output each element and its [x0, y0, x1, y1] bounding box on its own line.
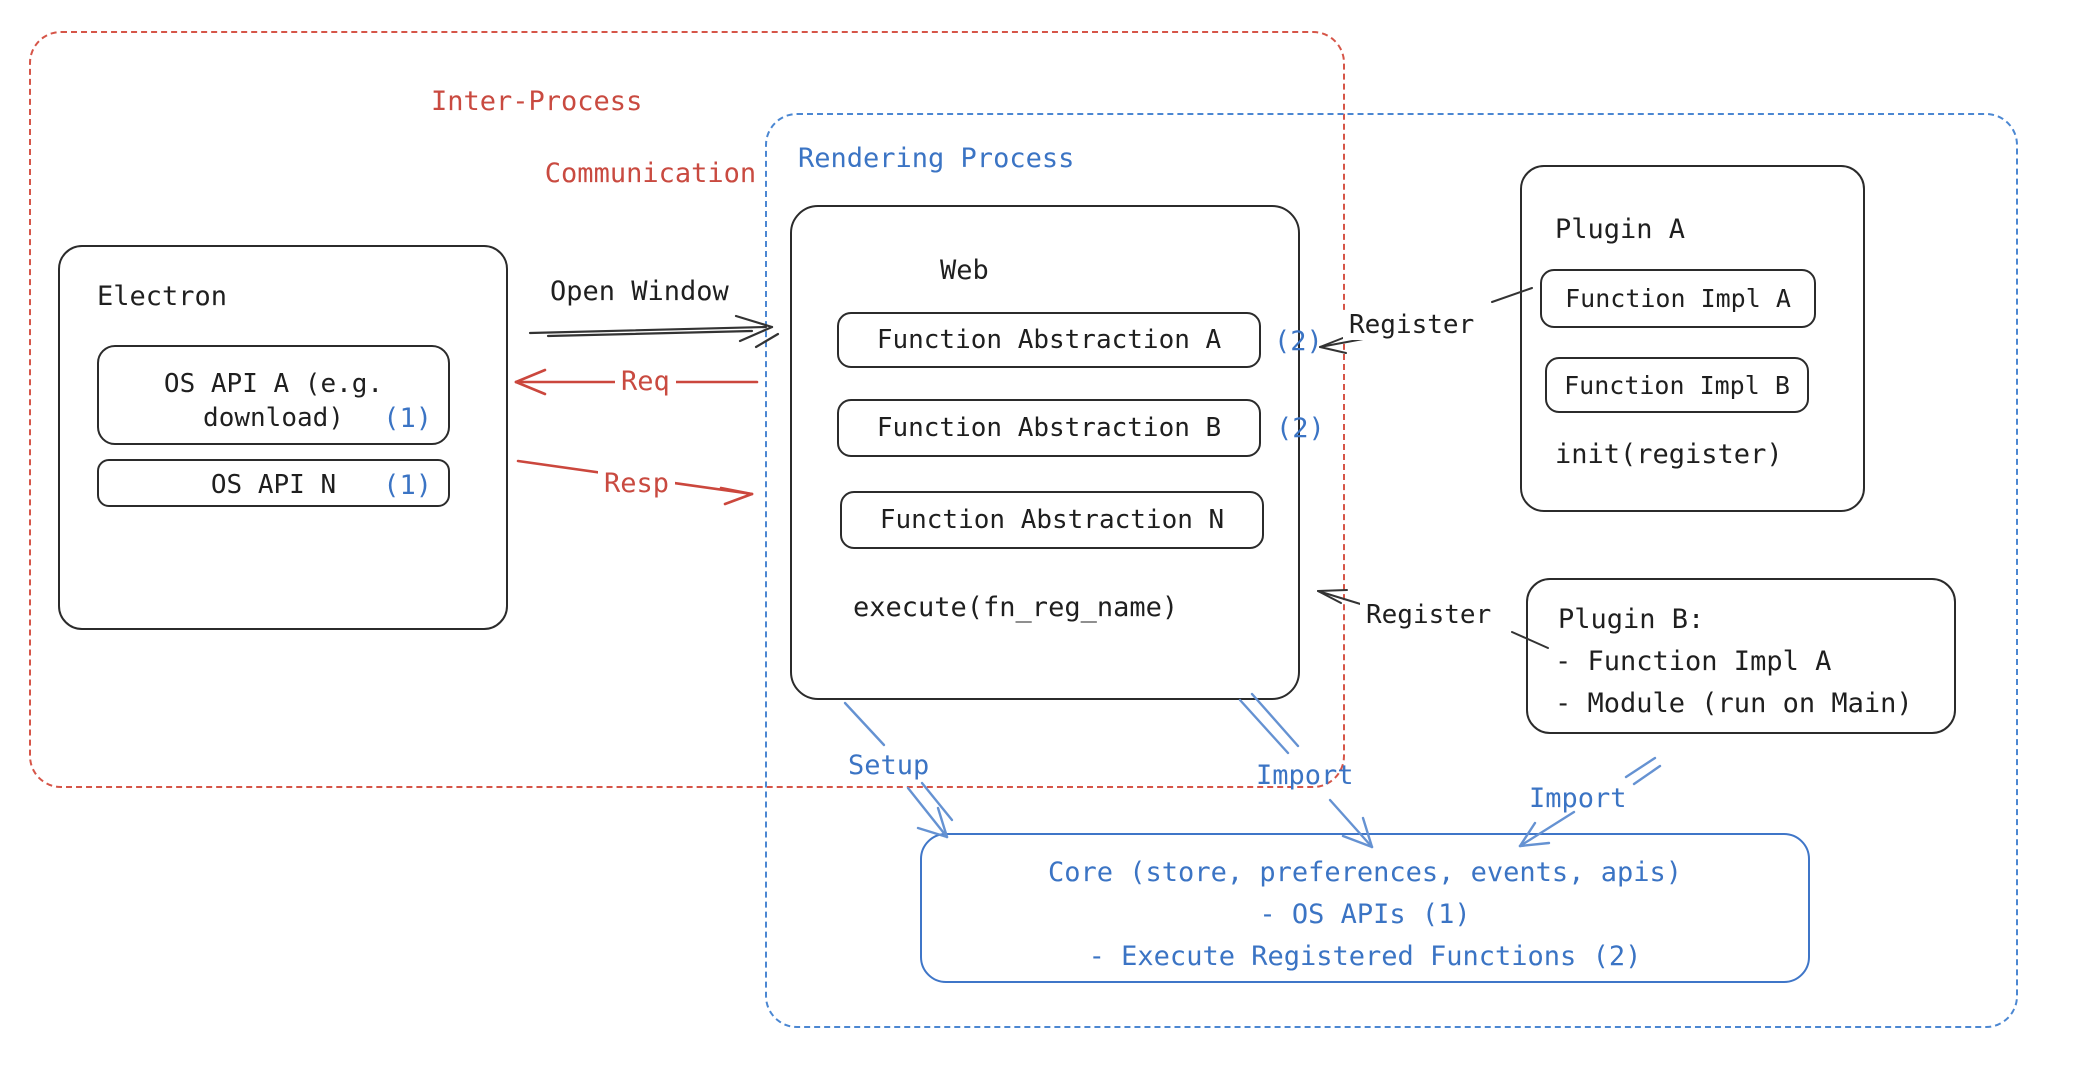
req-label: Req [615, 366, 676, 397]
os-api-a-line2: download) [203, 403, 344, 433]
function-impl-b-box: Function Impl B [1545, 357, 1809, 413]
function-abstraction-a-box: Function Abstraction A [837, 312, 1261, 368]
import1-label: Import [1256, 760, 1354, 791]
function-impl-a-box: Function Impl A [1540, 269, 1816, 328]
core-box: Core (store, preferences, events, apis) … [920, 833, 1810, 983]
plugin-b-title: Plugin B: [1558, 604, 1705, 635]
plugin-b-box: Plugin B: - Function Impl A - Module (ru… [1526, 578, 1956, 734]
import2-label: Import [1529, 783, 1627, 814]
plugin-b-item1: - Function Impl A [1555, 646, 1832, 677]
os-api-n-box: OS API N (1) [97, 459, 450, 507]
web-box: Web Function Abstraction A (2) Function … [790, 205, 1325, 700]
function-abstraction-a-label: Function Abstraction A [876, 325, 1222, 355]
plugin-b-item2: - Module (run on Main) [1555, 688, 1913, 719]
ipc-group-box [29, 31, 1345, 788]
plugin-a-box: Plugin A Function Impl A Function Impl B… [1520, 165, 1865, 512]
setup-label: Setup [848, 750, 930, 781]
web-title: Web [940, 255, 989, 286]
resp-label: Resp [598, 468, 676, 499]
function-abstraction-b-badge: (2) [1276, 413, 1325, 444]
rendering-process-group-box [765, 113, 2018, 1028]
function-abstraction-a-badge: (2) [1274, 326, 1323, 357]
function-impl-a-label: Function Impl A [1565, 284, 1791, 313]
open-window-label: Open Window [550, 276, 729, 307]
plugin-a-init-label: init(register) [1555, 439, 1783, 470]
core-line3: - Execute Registered Functions (2) [1088, 941, 1642, 972]
register1-label: Register [1343, 310, 1481, 340]
ipc-label-line2: Communication [544, 158, 757, 189]
function-abstraction-n-label: Function Abstraction N [879, 505, 1225, 535]
ipc-group-label: Inter-Process Communication [431, 84, 756, 192]
os-api-n-badge: (1) [383, 470, 432, 501]
os-api-a-box: OS API A (e.g. download) (1) [97, 345, 450, 445]
ipc-label-line1: Inter-Process [431, 86, 643, 117]
function-abstraction-b-box: Function Abstraction B [837, 399, 1261, 457]
register2-label: Register [1360, 600, 1498, 630]
os-api-a-badge: (1) [383, 403, 432, 434]
core-line2: - OS APIs (1) [1259, 899, 1471, 930]
function-abstraction-n-box: Function Abstraction N [840, 491, 1264, 549]
os-api-n-label: OS API N [210, 470, 337, 500]
os-api-a-line1: OS API A (e.g. [163, 369, 384, 399]
plugin-a-title: Plugin A [1555, 214, 1686, 245]
rendering-process-label: Rendering Process [798, 143, 1075, 174]
electron-box: Electron OS API A (e.g. download) (1) OS… [58, 245, 508, 630]
electron-title: Electron [97, 281, 228, 312]
function-impl-b-label: Function Impl B [1564, 370, 1790, 400]
execute-label: execute(fn_reg_name) [853, 592, 1179, 623]
function-abstraction-b-label: Function Abstraction B [876, 413, 1222, 443]
core-line1: Core (store, preferences, events, apis) [1048, 857, 1682, 888]
